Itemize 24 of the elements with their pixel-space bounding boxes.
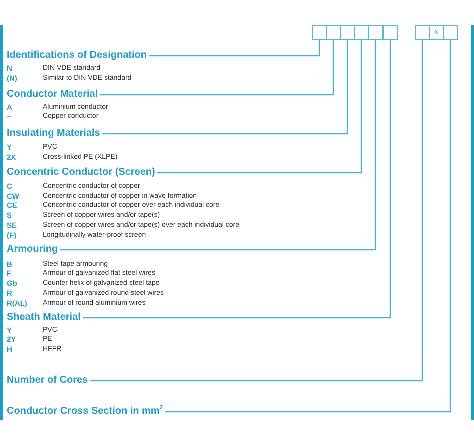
designation-box [368,25,383,40]
leader-line [60,40,376,251]
designation-box [443,25,458,40]
leader-line [90,40,424,382]
leader-line [100,40,334,96]
section-heading: Armouring [7,244,58,256]
designation-box [383,25,398,40]
section-heading: Conductor Material [7,89,98,101]
designation-box [326,25,341,40]
leader-line [149,40,320,57]
leader-line [165,40,452,413]
leader-line [82,40,392,319]
section-heading: Number of Cores [7,375,88,387]
section-heading: Insulating Materials [7,128,100,140]
section-heading: Conductor Cross Section in mm$^{2}$ [7,406,164,418]
designation-box [312,25,327,40]
designation-box [340,25,355,40]
section-heading: Sheath Material [7,312,81,324]
designation-box [415,25,430,40]
designation-box [354,25,369,40]
section-heading: Identifications of Designation [7,50,148,62]
section-heading: Concentric Conductor (Screen) [7,167,156,179]
leader-line [157,40,362,174]
leader-line [102,40,348,135]
